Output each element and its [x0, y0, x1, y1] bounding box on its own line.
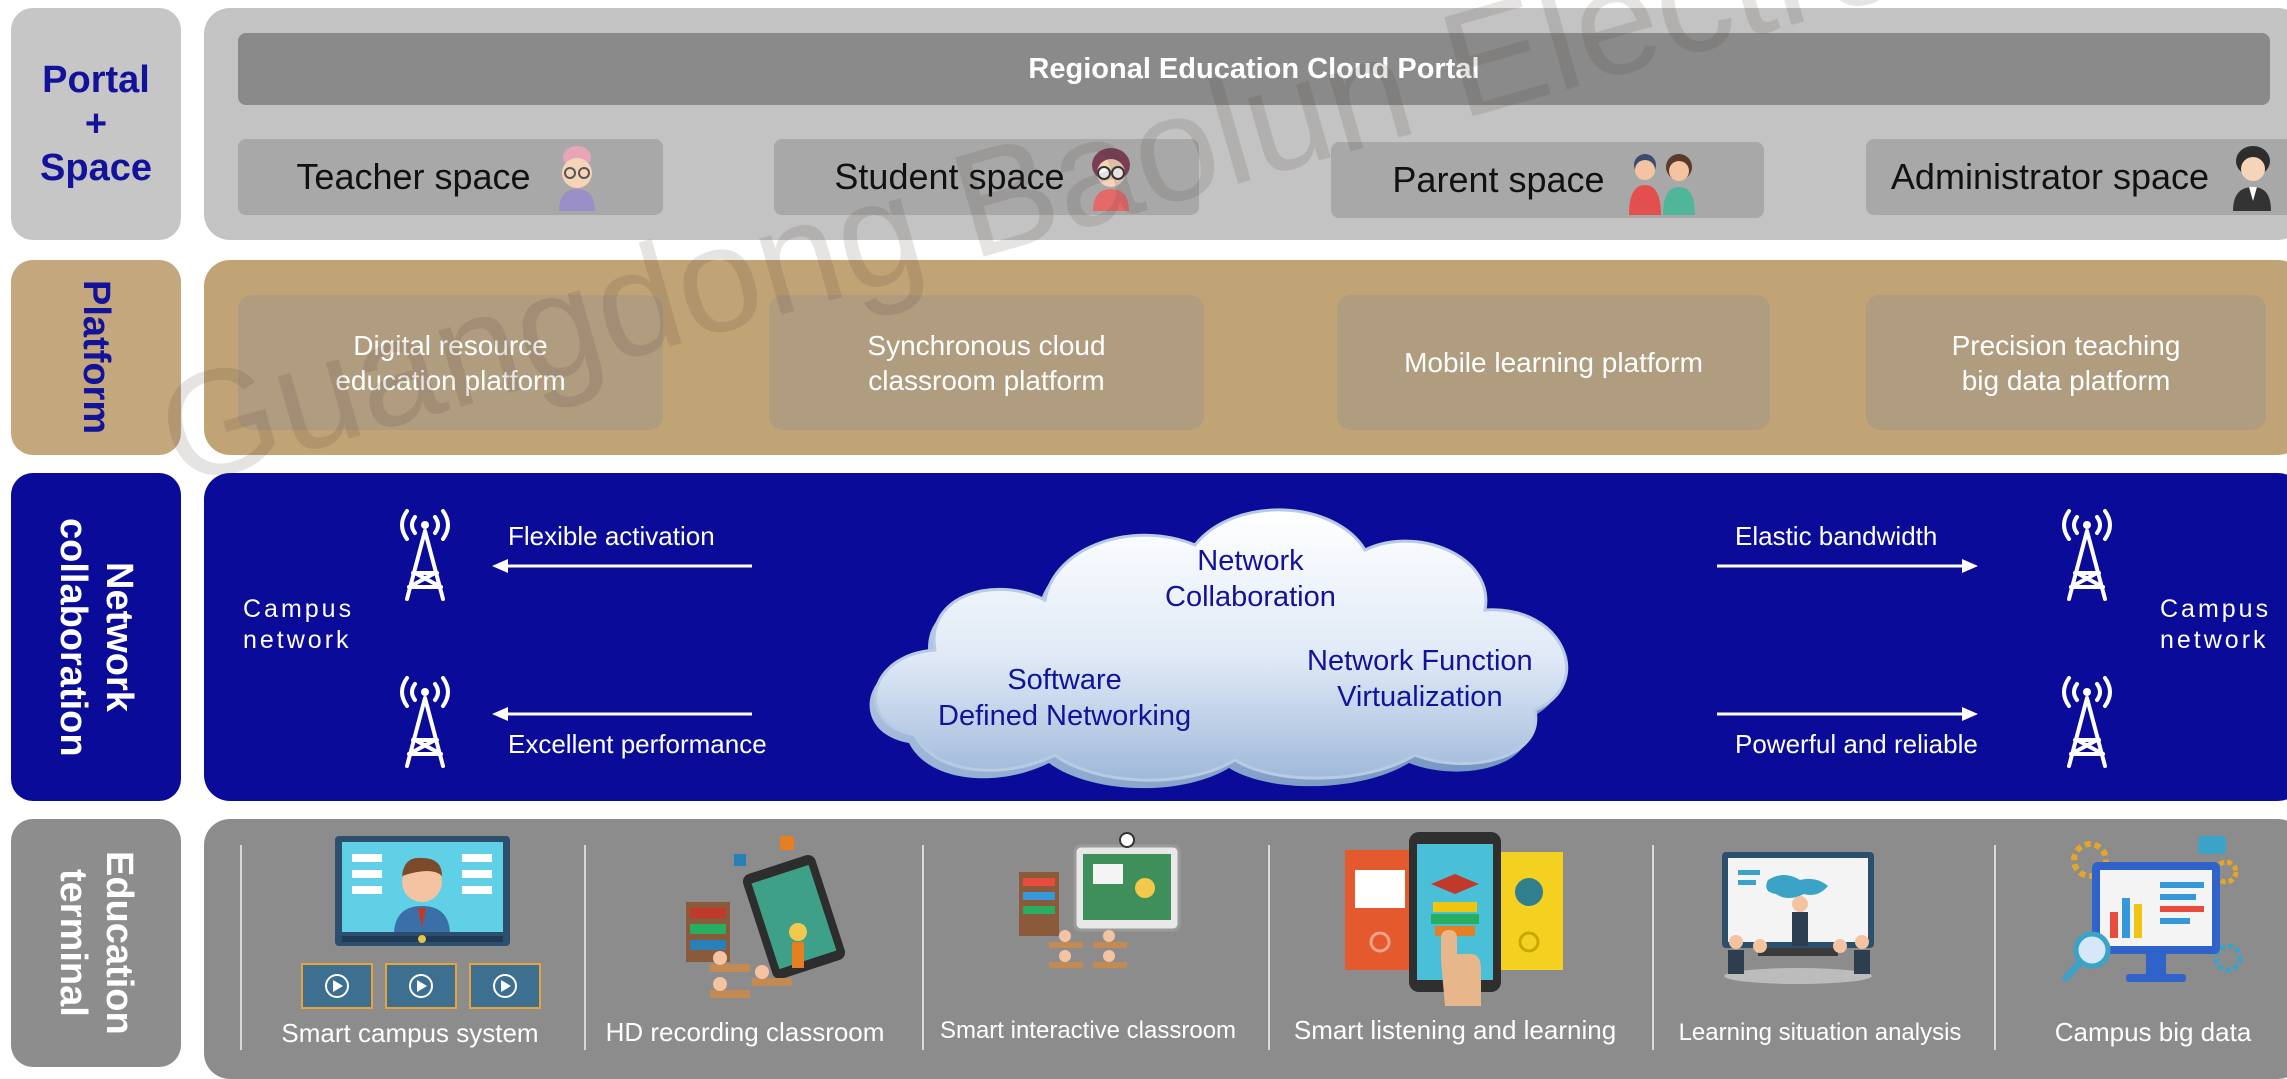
hd-recording-icon: [686, 836, 846, 998]
antenna-tower-icon: [2062, 676, 2112, 768]
elastic-bandwidth-label: Elastic bandwidth: [1735, 521, 1938, 551]
excellent-performance-label: Excellent performance: [508, 729, 767, 759]
parent-space-label: Parent space: [1392, 159, 1605, 200]
terminal-item-label: Smart campus system: [281, 1018, 539, 1048]
right-arrow-icon: [1717, 707, 1978, 721]
campus-line2: network: [2160, 626, 2269, 654]
platform-precision-teaching: Precision teaching big data platform: [1866, 295, 2266, 430]
antenna-tower-icon: [400, 509, 450, 601]
terminal-item-label: Smart interactive classroom: [939, 1017, 1237, 1044]
platform-item-line2: classroom platform: [868, 364, 1105, 396]
portal-label-line3: Space: [40, 147, 152, 189]
situation-analysis-icon: [1722, 852, 1874, 984]
powerful-reliable-label: Powerful and reliable: [1735, 729, 1978, 759]
education-terminal-label: Education terminal: [11, 819, 181, 1067]
portal-label-line1: Portal: [42, 59, 150, 101]
interactive-classroom-icon: [1019, 832, 1181, 968]
terminal-label-line2: terminal: [52, 869, 94, 1017]
big-data-icon: [2062, 836, 2242, 982]
cloud-line2: Defined Networking: [938, 700, 1192, 732]
terminal-item-label: Smart listening and learning: [1293, 1015, 1617, 1045]
divider: [240, 845, 242, 1050]
left-arrow-icon: [492, 707, 752, 721]
teacher-avatar-icon: [558, 146, 595, 211]
platform-item-line1: Synchronous cloud: [867, 329, 1106, 361]
student-space: Student space: [774, 139, 1199, 215]
left-arrow-icon: [492, 559, 752, 573]
cloud-line1: Network Function: [1307, 645, 1533, 677]
platform-item-line1: Precision teaching: [1951, 329, 2181, 361]
listening-learning-icon: [1345, 832, 1563, 1006]
terminal-panel: [204, 819, 2287, 1079]
divider: [1652, 845, 1654, 1050]
teacher-space: Teacher space: [238, 139, 663, 215]
campus-line2: network: [243, 626, 352, 654]
divider: [1268, 845, 1270, 1050]
administrator-avatar-icon: [2233, 146, 2272, 211]
terminal-item-label: Campus big data: [2054, 1017, 2252, 1047]
administrator-space-label: Administrator space: [1890, 156, 2210, 197]
network-collaboration-cloud-label: Network Collaboration: [1165, 543, 1336, 615]
right-campus-network-label: Campus network: [2160, 594, 2271, 656]
terminal-label-line1: Education: [98, 851, 140, 1035]
cloud-line2: Collaboration: [1165, 581, 1336, 613]
network-label-line1: Network: [98, 562, 140, 712]
divider: [922, 845, 924, 1050]
portal-space-label: Portal + Space: [11, 8, 181, 240]
platform-mobile-learning: Mobile learning platform: [1337, 295, 1770, 430]
portal-title-bar: Regional Education Cloud Portal: [238, 33, 2270, 105]
right-arrow-icon: [1717, 559, 1978, 573]
student-avatar-icon: [1091, 148, 1130, 211]
student-space-label: Student space: [834, 156, 1065, 197]
platform-item-line2: big data platform: [1961, 364, 2171, 396]
cloud-line1: Software: [1007, 664, 1122, 696]
antenna-tower-icon: [400, 676, 450, 768]
antenna-tower-icon: [2062, 509, 2112, 601]
campus-line1: Campus: [2160, 595, 2272, 623]
portal-label-line2: +: [84, 103, 108, 145]
platform-item-line1: Digital resource: [353, 329, 548, 361]
administrator-space: Administrator space: [1866, 139, 2287, 215]
divider: [1994, 845, 1996, 1050]
platform-digital-resource: Digital resource education platform: [238, 295, 663, 430]
divider: [584, 845, 586, 1050]
cloud-icon: [869, 508, 1569, 789]
smart-campus-icon: [301, 836, 541, 1009]
left-campus-network-label: Campus network: [243, 594, 354, 656]
nfv-cloud-label: Network Function Virtualization: [1307, 643, 1533, 715]
terminal-item-label: Learning situation analysis: [1678, 1019, 1962, 1046]
platform-synchronous-cloud: Synchronous cloud classroom platform: [769, 295, 1204, 430]
teacher-space-label: Teacher space: [296, 156, 531, 197]
platform-item-line2: education platform: [335, 364, 566, 396]
network-label-line2: collaboration: [52, 517, 94, 757]
terminal-item-label: HD recording classroom: [605, 1017, 885, 1047]
network-collaboration-label: Network collaboration: [11, 473, 181, 801]
campus-line1: Campus: [243, 595, 355, 623]
cloud-line2: Virtualization: [1337, 681, 1503, 713]
sdn-cloud-label: Software Defined Networking: [938, 662, 1191, 734]
cloud-line1: Network: [1197, 545, 1304, 577]
platform-label: Platform: [11, 260, 181, 455]
parent-space: Parent space: [1331, 142, 1764, 218]
flexible-activation-label: Flexible activation: [508, 521, 715, 551]
portal-title: Regional Education Cloud Portal: [1028, 52, 1480, 85]
platform-item-line1: Mobile learning platform: [1404, 347, 1703, 378]
parents-avatar-icon: [1628, 154, 1695, 215]
platform-label-text: Platform: [75, 280, 117, 435]
